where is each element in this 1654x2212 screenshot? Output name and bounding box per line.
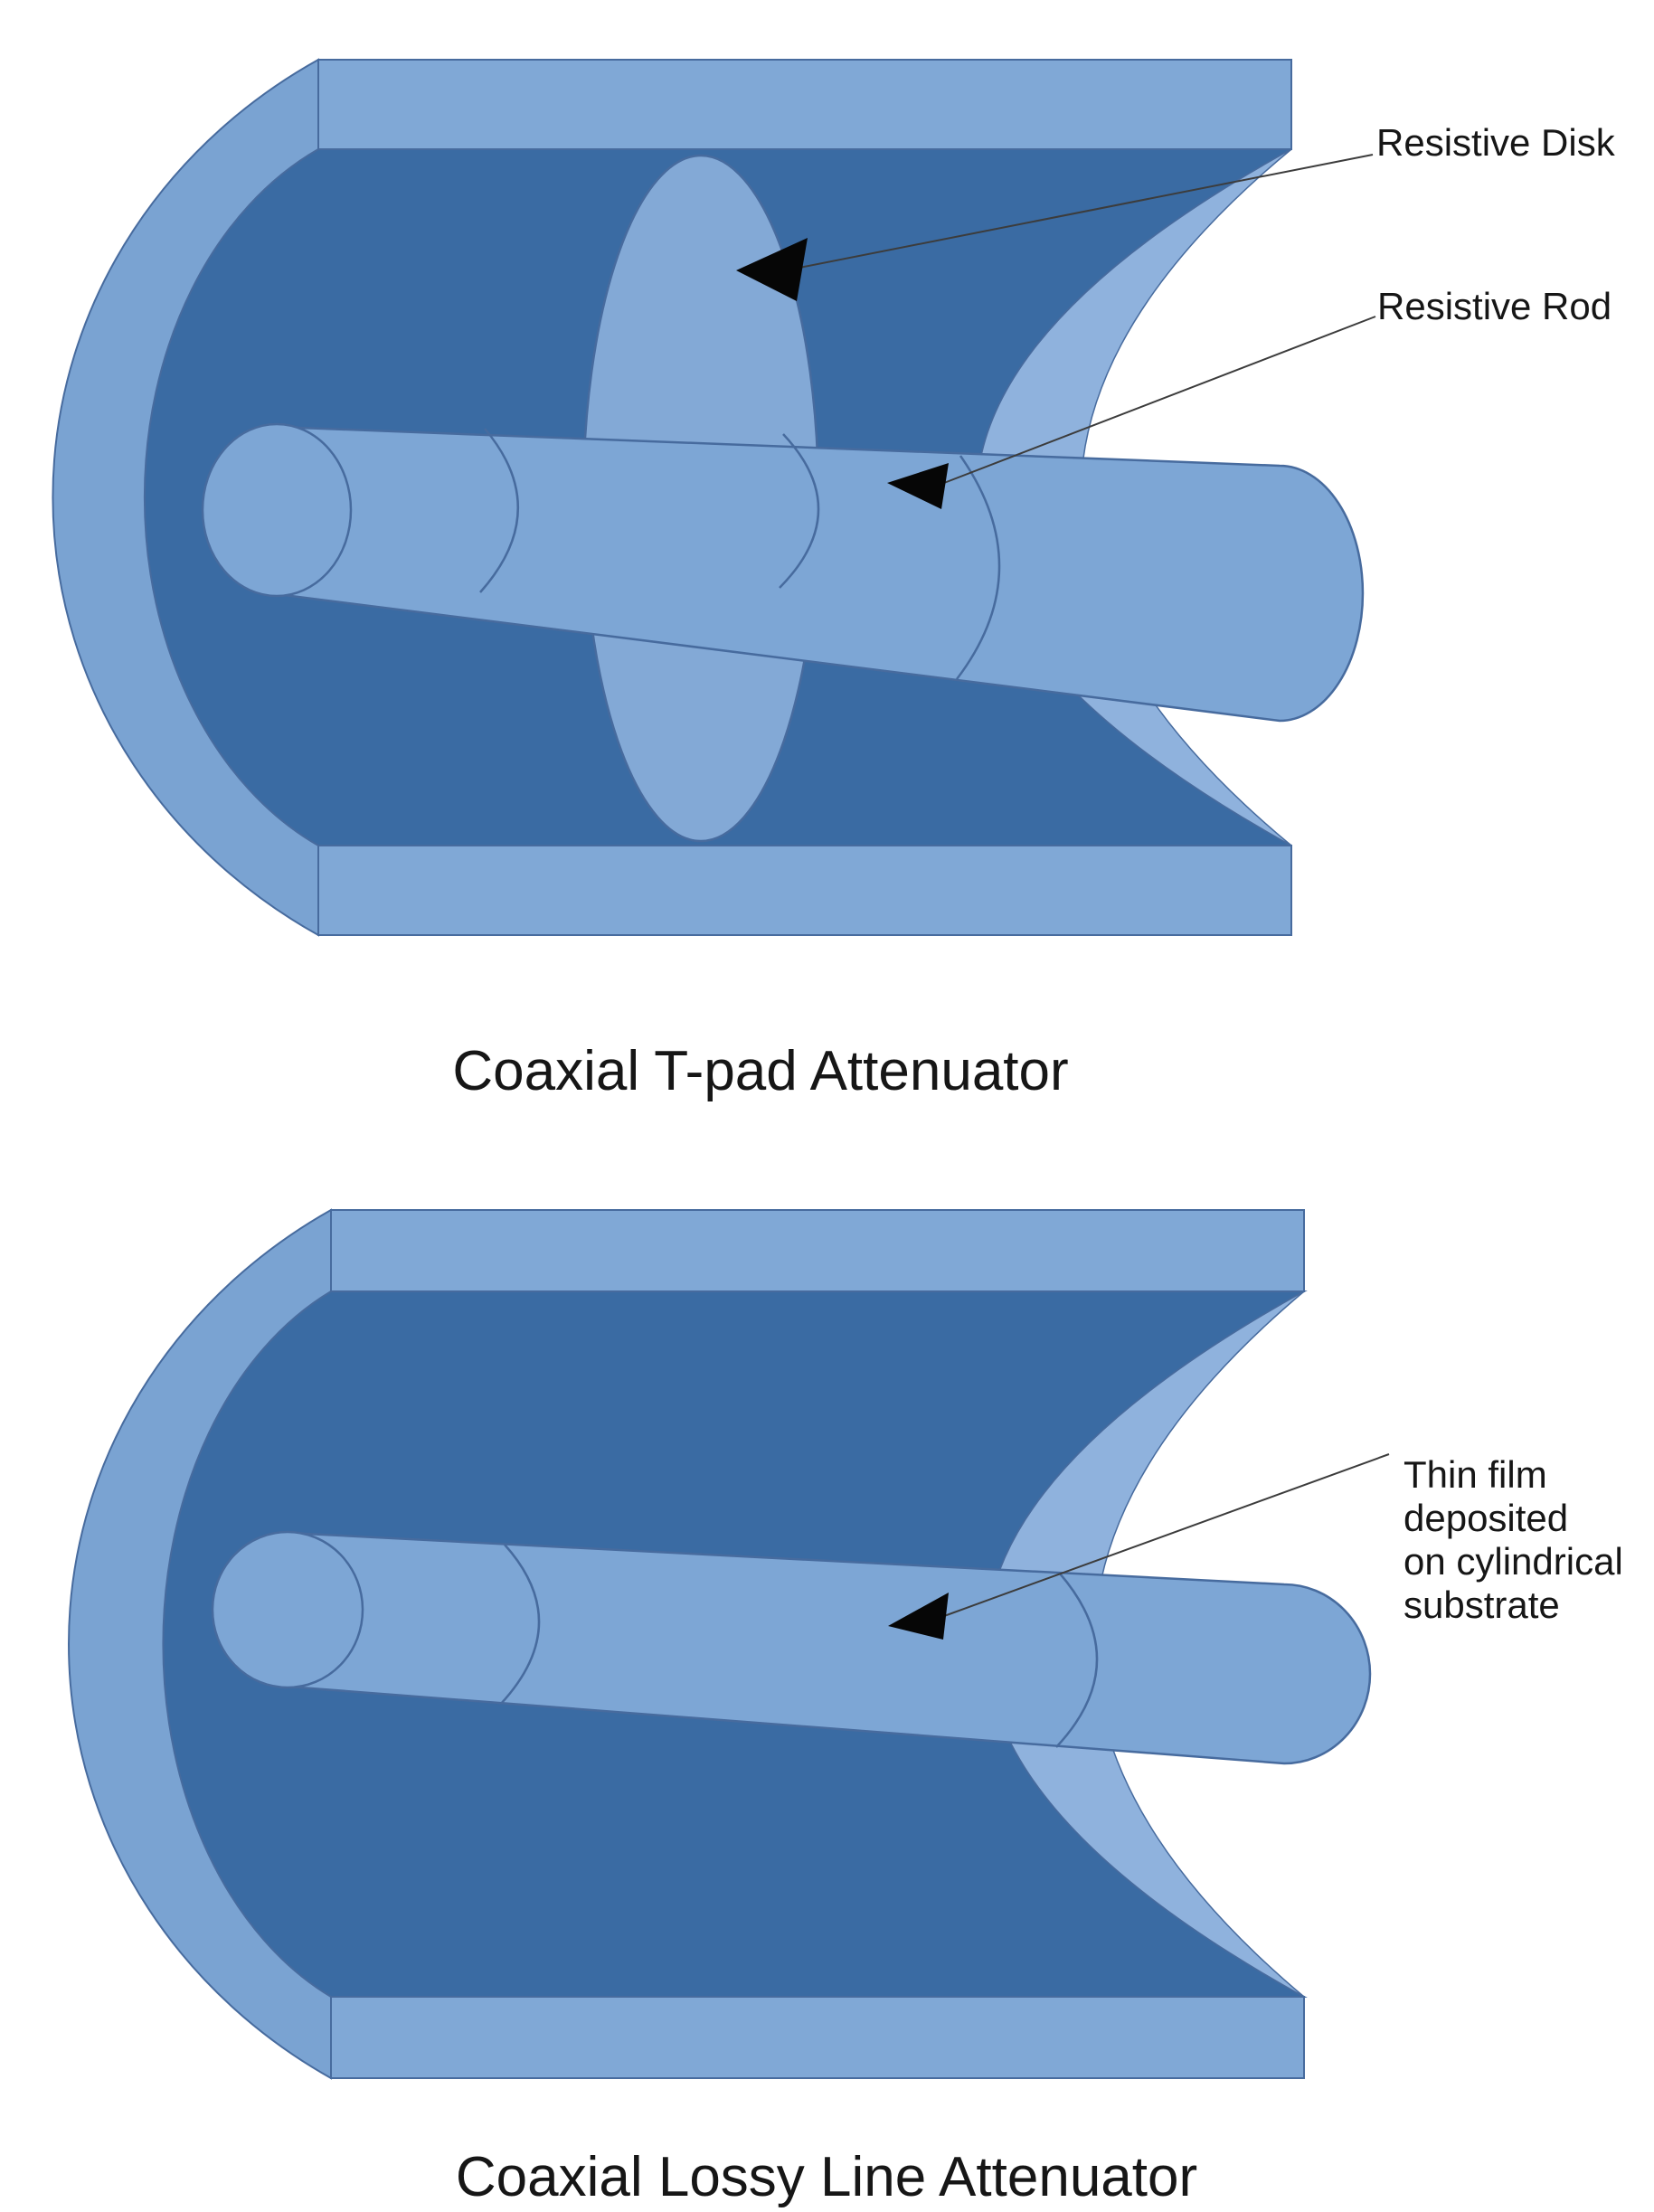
rod-seam-arc: [1055, 1573, 1099, 1748]
disk-arrowhead: [736, 238, 808, 301]
rod-seam-arc: [956, 455, 1001, 680]
resistive-rod-label: Resistive Rod: [1377, 285, 1611, 327]
center-rod: [275, 425, 1365, 723]
top-wall: [330, 1209, 1305, 1292]
rod-end-cap: [201, 422, 353, 598]
thin-film-label-line: deposited: [1404, 1497, 1568, 1539]
coated-rod: [286, 1531, 1372, 1765]
thin-film-label-line: Thin film: [1404, 1453, 1547, 1496]
bottom-wall: [330, 1996, 1305, 2079]
rod-end-cap: [211, 1530, 364, 1689]
rod-arrowhead: [887, 463, 949, 509]
thin-film-label-line: substrate: [1404, 1583, 1560, 1626]
t-pad-figure: Resistive Disk Resistive Rod Coaxial T-p…: [52, 58, 1616, 1102]
leader-line-film: [943, 1453, 1390, 1617]
leader-line-disk: [799, 154, 1374, 269]
top-wall: [317, 59, 1292, 150]
leader-line-rod: [943, 316, 1376, 484]
lossy-line-caption: Coaxial Lossy Line Attenuator: [456, 2146, 1197, 2208]
thin-film-label-line: on cylindrical: [1404, 1540, 1623, 1583]
film-arrowhead: [888, 1593, 949, 1640]
resistive-disk-label: Resistive Disk: [1376, 121, 1616, 164]
open-end-inner-surface: [985, 1290, 1305, 1998]
rod-seam-arc: [479, 428, 519, 593]
t-pad-caption: Coaxial T-pad Attenuator: [452, 1040, 1068, 1102]
rod-seam-arc: [779, 433, 820, 589]
bottom-wall: [317, 845, 1292, 936]
lossy-line-figure: Thin film deposited on cylindrical subst…: [68, 1208, 1623, 2208]
rod-seam-arc: [500, 1544, 541, 1705]
